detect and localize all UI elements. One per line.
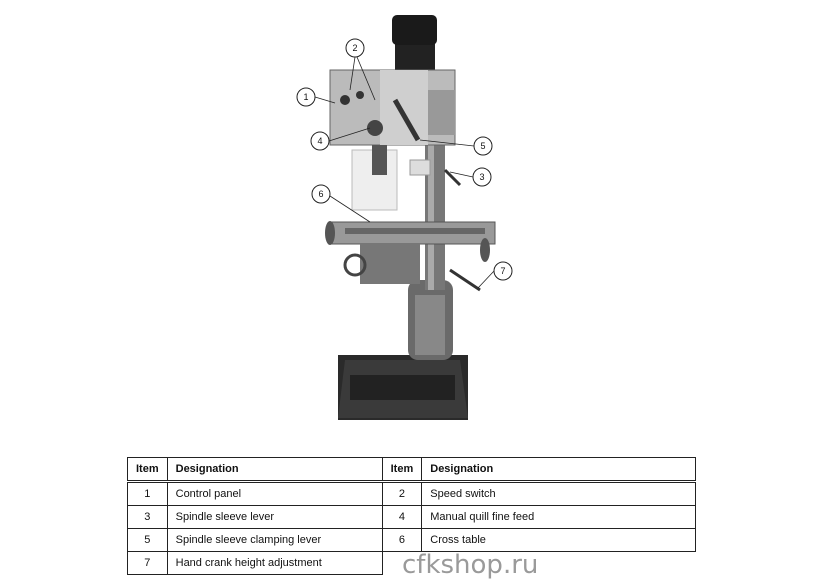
callout-3-label: 3 [479, 172, 484, 182]
callout-5: 5 [473, 136, 493, 156]
item-number: 3 [127, 505, 168, 529]
callout-2-label: 2 [352, 43, 357, 53]
table-row: 1 Control panel 2 Speed switch [127, 481, 697, 506]
watermark: cfkshop.ru [402, 550, 539, 580]
callout-5-label: 5 [480, 141, 485, 151]
callout-7: 7 [493, 261, 513, 281]
header-item: Item [127, 457, 168, 483]
table-row: 3 Spindle sleeve lever 4 Manual quill fi… [127, 505, 697, 529]
header-designation: Designation [421, 457, 697, 483]
designation: Cross table [421, 528, 697, 552]
item-number: 4 [381, 505, 423, 529]
designation: Manual quill fine feed [421, 505, 697, 529]
item-number: 1 [127, 481, 168, 506]
callout-3: 3 [472, 167, 492, 187]
header-designation: Designation [166, 457, 383, 483]
table-row: 7 Hand crank height adjustment [127, 551, 696, 575]
header-item: Item [381, 457, 423, 483]
item-number: 2 [381, 481, 423, 506]
callout-6: 6 [311, 184, 331, 204]
designation: Hand crank height adjustment [166, 551, 383, 575]
callout-2: 2 [345, 38, 365, 58]
callout-4-label: 4 [317, 136, 322, 146]
table-header: Item Designation Item Designation [127, 457, 697, 483]
callout-4: 4 [310, 131, 330, 151]
parts-table: Item Designation Item Designation 1 Cont… [127, 457, 697, 575]
callout-6-label: 6 [318, 189, 323, 199]
item-number: 7 [127, 551, 168, 575]
drill-press-illustration: 1 2 3 4 5 6 7 [296, 15, 513, 420]
designation: Spindle sleeve clamping lever [166, 528, 383, 552]
designation: Speed switch [421, 481, 697, 506]
designation: Spindle sleeve lever [166, 505, 383, 529]
item-number: 5 [127, 528, 168, 552]
designation: Control panel [166, 481, 383, 506]
table-row: 5 Spindle sleeve clamping lever 6 Cross … [127, 528, 697, 552]
item-number: 6 [381, 528, 423, 552]
drill-press [325, 15, 496, 420]
callout-1: 1 [296, 87, 316, 107]
callout-7-label: 7 [500, 266, 505, 276]
callout-markers: 1 2 3 4 5 6 7 [296, 38, 513, 281]
callout-1-label: 1 [303, 92, 308, 102]
